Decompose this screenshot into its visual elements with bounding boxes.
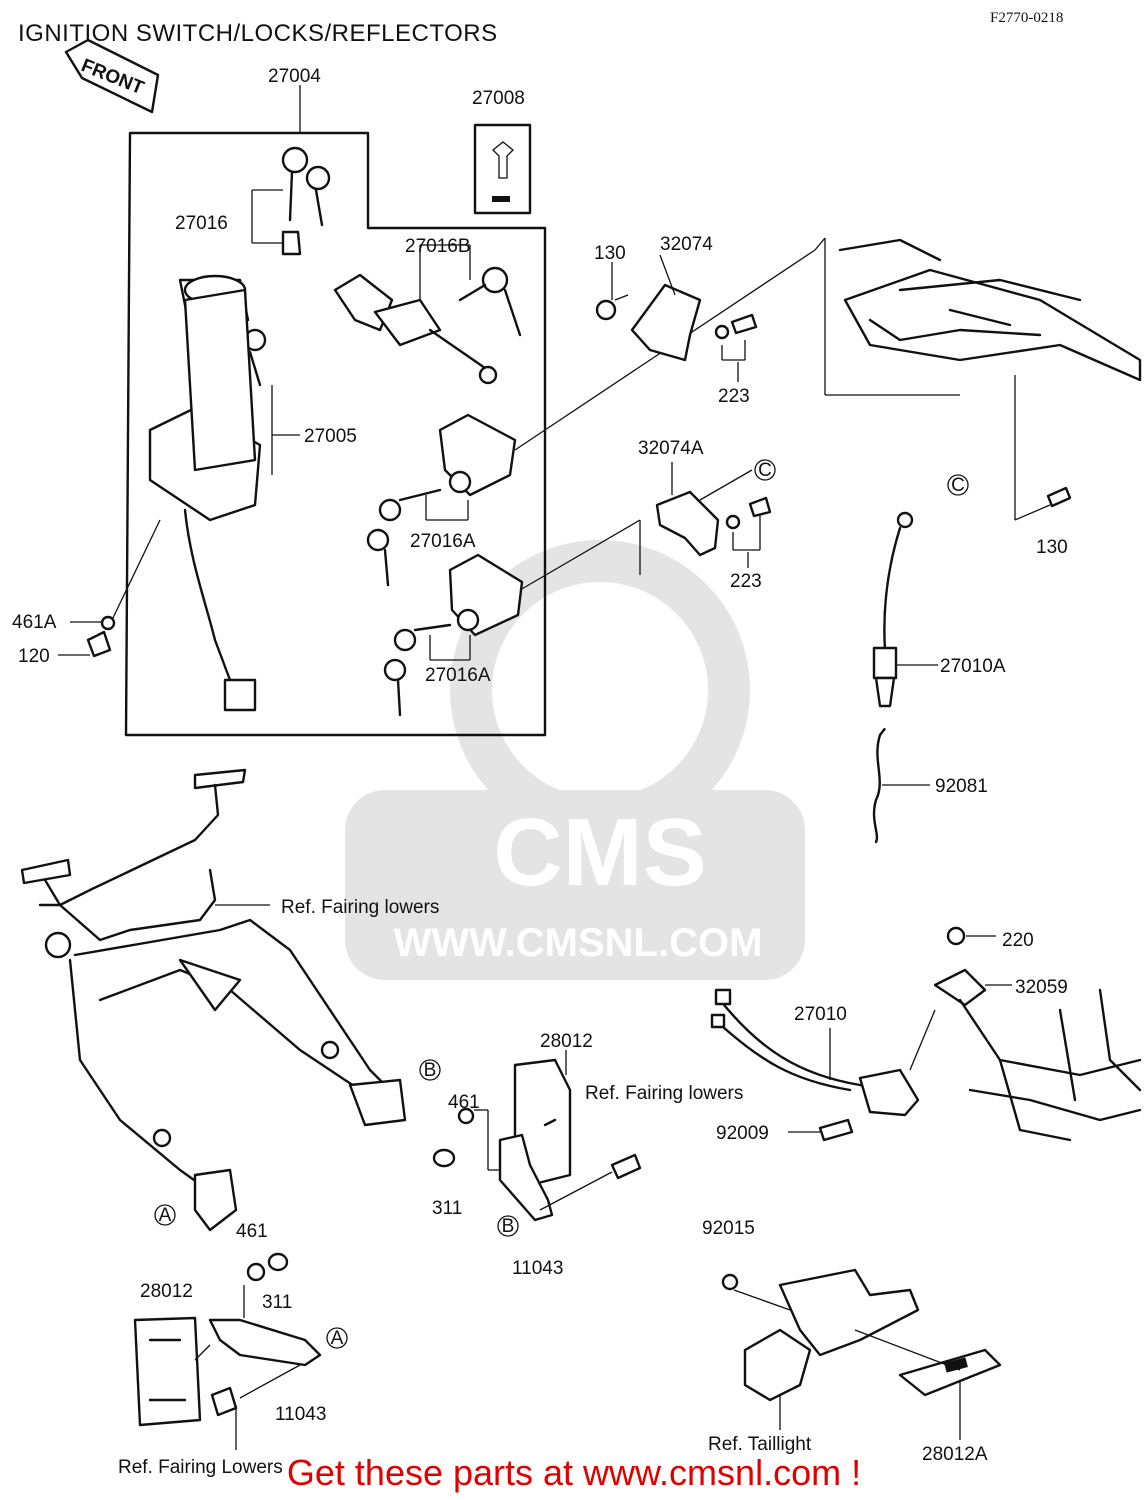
kit-27004-outline [124,131,547,737]
ref-mark-b-1-label: B [424,1060,437,1081]
reflector-28012A-mark [944,1357,968,1373]
spring-92081 [872,727,930,844]
ref-mark-c-1-label: C [951,475,965,496]
ref-mark-c-1 [947,474,969,496]
ref-mark-c-2 [754,459,776,481]
bolt-120-washer-461A [58,519,161,658]
label-27010: 27010 [794,1004,847,1025]
watermark-brand: CMS [493,799,706,906]
label-27005: 27005 [304,426,357,447]
label-28012-left: 28012 [140,1281,193,1302]
watermark-badge [345,790,805,980]
label-32074A: 32074A [638,438,704,459]
label-461-lower: 461 [236,1221,268,1242]
label-311-upper: 311 [432,1198,462,1219]
cms-watermark: CMS WWW.CMSNL.COM [345,540,805,980]
part-labels: 27004 27008 27016 27016B 27005 27016A 27… [12,66,1068,1478]
label-223-upper: 223 [718,386,750,407]
label-223-lower: 223 [730,571,762,592]
label-27016A-upper: 27016A [410,531,476,552]
drawing-code: F2770-0218 [990,10,1064,26]
ref-mark-b-2 [497,1215,519,1237]
lock-27016A-lower [383,519,641,717]
rear-frame [814,237,1142,521]
label-92015: 92015 [702,1218,755,1239]
watermark-url: WWW.CMSNL.COM [394,921,763,965]
footer-cta[interactable]: Get these parts at www.cmsnl.com ! [286,1452,862,1493]
label-32059: 32059 [1015,977,1068,998]
ref-mark-b-2-label: B [502,1216,515,1237]
ref-mark-b-1 [419,1059,441,1081]
switch-27010-assembly [710,988,920,1142]
key-tag-key-icon [492,141,514,179]
reflector-28012-left [133,1252,322,1450]
page-title: IGNITION SWITCH/LOCKS/REFLECTORS [18,20,498,47]
label-27016A-lower: 27016A [425,665,491,686]
ref-mark-a-1-label: A [159,1205,172,1226]
label-32074: 32074 [660,234,713,255]
reflector-28012-right [432,1050,642,1222]
label-11043-upper: 11043 [512,1258,563,1279]
label-461-upper: 461 [448,1092,480,1113]
fairing-bracket-left [20,768,407,1232]
seat-lock-27016B [333,244,522,385]
ref-mark-a-2-label: A [331,1328,344,1349]
label-27004: 27004 [268,66,321,87]
label-28012-right: 28012 [540,1031,593,1052]
label-27008: 27008 [472,88,525,109]
front-direction-tag: FRONT [64,38,160,114]
key-tag-27008 [473,123,532,215]
label-11043-lower: 11043 [275,1404,326,1425]
bracket-32059 [909,926,1142,1142]
front-arrow-shape [64,38,160,114]
label-27016B: 27016B [405,236,471,257]
label-120: 120 [18,646,50,667]
keys-27016 [251,146,331,256]
label-27016: 27016 [175,213,228,234]
label-92081: 92081 [935,776,988,797]
ignition-switch-27005 [148,274,300,712]
ref-mark-a-2 [326,1327,348,1349]
label-ref-taillight: Ref. Taillight [708,1434,812,1455]
taillight-bracket [721,1268,1002,1440]
ref-mark-c-2-label: C [758,460,772,481]
label-461A: 461A [12,612,57,633]
label-311-lower: 311 [262,1292,292,1313]
bracket-32074A [655,462,772,568]
watermark-mascot-face [492,582,708,798]
label-220: 220 [1002,930,1034,951]
key-tag-mark [492,196,510,202]
label-130-lower: 130 [1036,537,1068,558]
label-ref-fairing-lowers-2: Ref. Fairing lowers [585,1083,743,1104]
label-28012A: 28012A [922,1444,988,1465]
label-92009: 92009 [716,1123,769,1144]
ref-marks: C C B B A A [154,459,969,1349]
bracket-32074 [595,254,758,382]
label-27010A: 27010A [940,656,1006,677]
label-ref-fairing-lowers-3: Ref. Fairing Lowers [118,1457,283,1478]
label-ref-fairing-lowers-1: Ref. Fairing lowers [281,897,439,918]
ref-mark-a-1 [154,1204,176,1226]
label-130-upper: 130 [594,243,626,264]
switch-27010A [872,511,938,708]
